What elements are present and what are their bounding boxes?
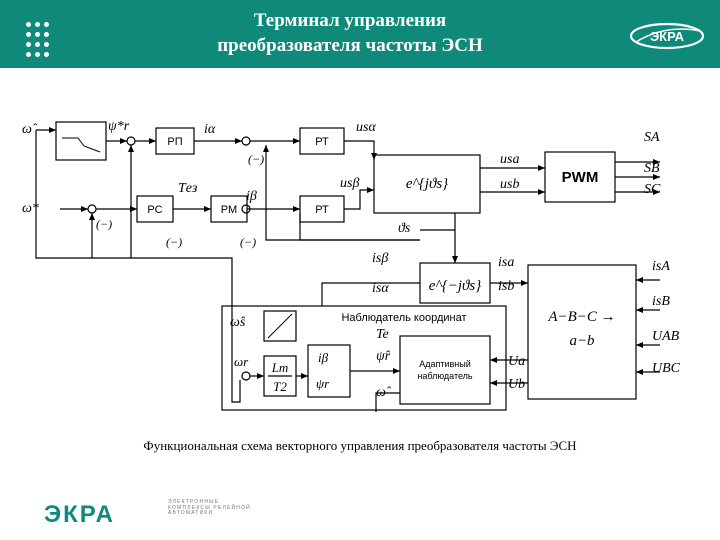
title-line-1: Терминал управления	[253, 10, 447, 31]
forward-rotation-label: e^{jϑs}	[406, 176, 448, 192]
diagram-caption: Функциональная схема векторного управлен…	[143, 438, 577, 453]
minus-ibeta-label: (−)	[240, 235, 256, 249]
i-beta-obs-label: iβ	[318, 350, 329, 365]
adaptive-label-1: Адаптивный	[419, 359, 471, 369]
i-sA-label: isA	[652, 259, 670, 274]
footer-tagline: ЭЛЕКТРОННЫЕ КОМПЛЕКСЫ РЕЛЕЙНОЙ АВТОМАТИК…	[168, 499, 251, 516]
i-sa-label: isa	[498, 255, 514, 270]
psi-r-hat-label: ψ̂r	[376, 349, 391, 364]
vector-control-diagram: РП РТ РС РМ РТ PWM Наблюдатель координат…	[22, 119, 681, 412]
s-b-label: SB	[644, 161, 660, 176]
ialpha-summing-junction	[241, 136, 251, 146]
u-s-beta-label: usβ	[340, 176, 359, 191]
observer-frame	[221, 305, 507, 411]
omega-r-summing-junction	[241, 371, 251, 381]
ramp-function-block	[55, 121, 107, 161]
pt1-label: РТ	[315, 136, 329, 148]
i-sb-label: isb	[498, 279, 514, 294]
i-sB-label: isB	[652, 294, 670, 309]
adaptive-label-2: наблюдатель	[417, 371, 473, 381]
rp-label: РП	[167, 136, 182, 148]
header-bar: Терминал управления преобразователя част…	[0, 0, 720, 68]
minus-omega-label: (−)	[96, 217, 112, 231]
adaptive-observer-block	[399, 335, 491, 405]
dots-icon	[26, 22, 56, 58]
pt2-label: РТ	[315, 204, 329, 216]
ekra-logo-icon: ЭКРА	[629, 22, 705, 50]
i-beta-label: iβ	[246, 189, 257, 204]
theta-s-label: ϑs	[398, 221, 411, 236]
u-sb-label: usb	[500, 177, 519, 192]
i-alpha-label: iα	[204, 122, 216, 137]
abc-to-ab-block	[527, 264, 637, 400]
ekra-footer-logo-icon: ЭКРА	[44, 501, 115, 526]
inverse-rotation-label: e^{−jϑs}	[429, 278, 481, 294]
abc-label: A−B−C →	[547, 309, 615, 325]
u-ab-label: UAB	[652, 329, 680, 344]
speed-estimator-block	[263, 310, 297, 342]
ekra-footer-logo-text: ЭКРА	[44, 501, 115, 526]
u-bc-label: UBC	[652, 361, 681, 376]
t-e-label: Te	[376, 327, 389, 342]
psi-ref-label: ψ*r	[108, 119, 130, 134]
omega-r-label: ωr	[234, 354, 249, 369]
i-s-alpha-label: isα	[372, 281, 389, 296]
pwm-label: PWM	[562, 169, 599, 186]
u-sa-label: usa	[500, 152, 519, 167]
ab-label: a−b	[569, 333, 595, 349]
s-c-label: SC	[644, 182, 661, 197]
psi-summing-junction	[126, 136, 136, 146]
pc-label: РС	[147, 204, 162, 216]
title-line-2: преобразователя частоты ЭСН	[217, 35, 483, 56]
observer-title: Наблюдатель координат	[341, 312, 466, 324]
t2-label: T2	[273, 379, 287, 394]
u-s-alpha-label: usα	[356, 120, 376, 135]
omega-summing-junction	[87, 204, 97, 214]
lm-label: Lm	[271, 360, 289, 375]
minus-torque-label: (−)	[166, 235, 182, 249]
s-a-label: SA	[644, 130, 660, 145]
u-a-label: Ua	[508, 354, 525, 369]
t-ref-label: Tез	[178, 181, 198, 196]
omega-s-hat-label: ω̂s	[230, 315, 246, 330]
ekra-logo-text: ЭКРА	[650, 29, 685, 44]
u-b-label: Ub	[508, 377, 525, 392]
i-s-beta-label: isβ	[372, 251, 388, 266]
omega-ref-label: ω*	[22, 201, 39, 216]
psi-r-label: ψr	[316, 376, 330, 391]
forward-rotation-block	[373, 154, 481, 214]
page-title: Терминал управления преобразователя част…	[130, 8, 570, 58]
pm-label: РМ	[221, 204, 237, 216]
minus-ialpha-label: (−)	[248, 152, 264, 166]
